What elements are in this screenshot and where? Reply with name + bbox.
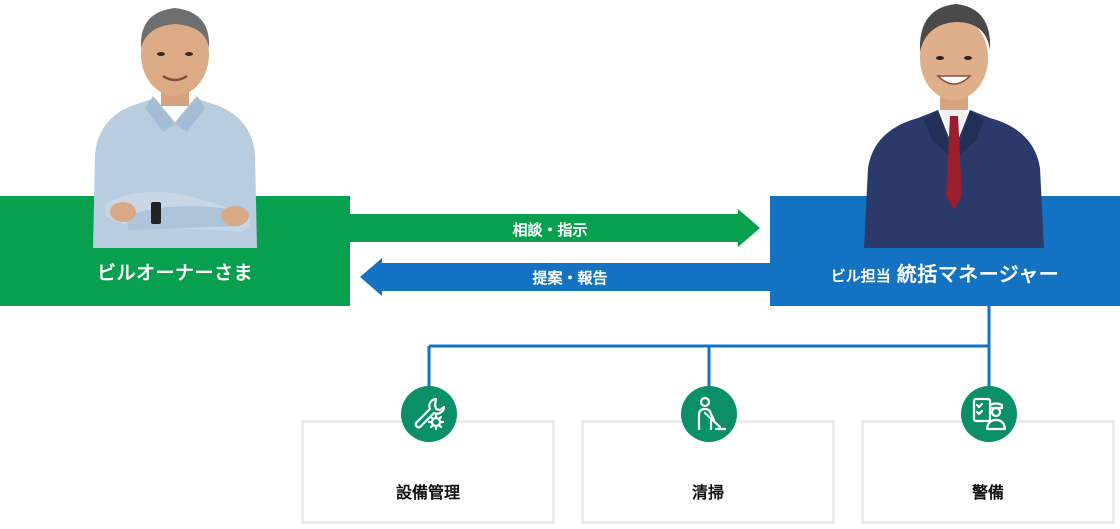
service-label-security: 警備 bbox=[971, 483, 1004, 502]
security-guard-icon bbox=[961, 386, 1017, 442]
manager-title: 統括マネージャー bbox=[896, 262, 1060, 286]
service-label-cleaning: 清掃 bbox=[691, 483, 724, 502]
service-label-facility: 設備管理 bbox=[395, 483, 460, 502]
arrow-to-manager-label: 相談・指示 bbox=[512, 221, 588, 239]
owner-label: ビルオーナーさま bbox=[96, 262, 253, 284]
cleaning-staff-icon bbox=[681, 386, 737, 442]
manager-prefix: ビル担当 bbox=[830, 267, 891, 285]
wrench-gear-icon bbox=[401, 386, 457, 442]
manager-label: ビル担当統括マネージャー bbox=[770, 258, 1120, 287]
manager-photo bbox=[864, 4, 1044, 248]
arrow-to-owner bbox=[360, 258, 770, 296]
owner-photo bbox=[93, 8, 257, 248]
arrow-to-manager bbox=[350, 209, 760, 247]
arrow-to-owner-label: 提案・報告 bbox=[532, 269, 608, 287]
